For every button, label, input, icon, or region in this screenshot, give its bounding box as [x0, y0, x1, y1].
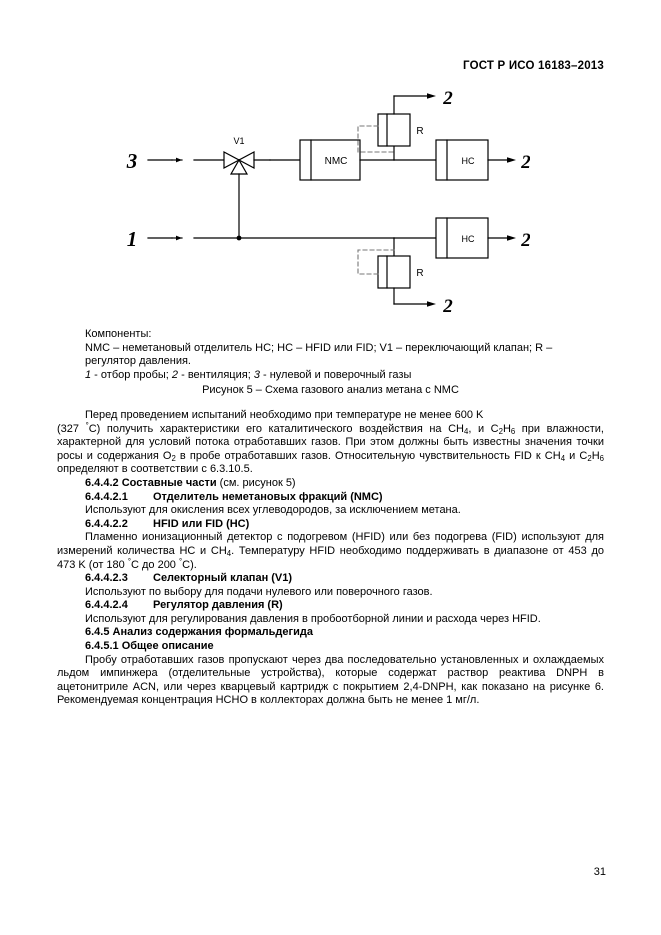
- p64422-degree-1: °: [127, 556, 131, 566]
- intro-f: в пробе отработавших газов. Относительну…: [175, 449, 561, 462]
- intro-e: при влажности, характерной для условий п…: [57, 422, 604, 462]
- heading-6-4-4-2-number: 6.4.4.2: [85, 476, 119, 489]
- heading-6-4-4-2-2-title: HFID или FID (HC): [153, 517, 250, 530]
- intro-g: и C: [565, 449, 588, 462]
- figure-label-valve-v1: V1: [233, 136, 244, 146]
- intro-h: H: [591, 449, 600, 462]
- legend-number-3: 3: [253, 368, 260, 381]
- figure-label-hc-top: HC: [462, 156, 475, 166]
- legend-text-1: - отбор пробы;: [91, 368, 172, 381]
- heading-6-4-4-2-title: Составные части: [121, 476, 217, 489]
- p64422-d: C).: [182, 558, 197, 571]
- intro-line1: Перед проведением испытаний необходимо п…: [85, 408, 484, 421]
- paragraph-6-4-4-2-2: Пламенно ионизационный детектор с подогр…: [57, 531, 604, 572]
- intro-degree: °: [85, 420, 89, 430]
- heading-6-4-4-2-4-title: Регулятор давления (R): [153, 599, 283, 612]
- intro-sub4b: 4: [560, 453, 566, 463]
- heading-6-4-4-2-3-title: Селекторный клапан (V1): [153, 572, 293, 585]
- figure-label-inlet-sample: 1: [127, 227, 138, 251]
- heading-6-4-4-2: 6.4.4.2 Составные части (см. рисунок 5): [57, 477, 604, 491]
- figure-label-vent-top-right: 2: [520, 152, 530, 173]
- heading-6-4-5-1: 6.4.5.1 Общее описание: [85, 640, 214, 653]
- intro-sub2: 2: [498, 426, 503, 436]
- paragraph-6-4-4-2-4: Используют для регулирования давления в …: [85, 612, 541, 625]
- figure-caption: Рисунок 5 – Схема газового анализ метана…: [202, 384, 459, 397]
- p64422-sub4: 4: [226, 548, 232, 558]
- figure-legend: 1 - отбор пробы; 2 - вентиляция; 3 - нул…: [57, 369, 604, 383]
- figure-label-regulator-bottom: R: [416, 268, 423, 279]
- intro-sub6b: 6: [599, 453, 604, 463]
- document-body: Компоненты: NMC – неметановый отделитель…: [57, 328, 604, 708]
- intro-c: , и C: [468, 422, 499, 435]
- intro-sub6: 6: [510, 426, 516, 436]
- paragraph-6-4-4-2-3: Используют по выбору для подачи нулевого…: [85, 585, 433, 598]
- heading-6-4-4-2-4: 6.4.4.2.4 Регулятор давления (R): [57, 599, 604, 613]
- intro-d: H: [502, 422, 511, 435]
- paragraph-intro: Перед проведением испытаний необходимо п…: [57, 409, 604, 477]
- heading-6-4-4-2-4-number: 6.4.4.2.4: [85, 599, 128, 612]
- paragraph-6-4-4-2-1: Используют для окисления всех углеводоро…: [85, 504, 461, 517]
- heading-6-4-4-2-2-number: 6.4.4.2.2: [85, 517, 128, 530]
- p64422-b: . Температуру HFID необходимо поддержива…: [57, 544, 604, 571]
- heading-6-4-4-2-1-title: Отделитель неметановых фракций (NMC): [153, 490, 383, 503]
- p64422-c: C до 200: [130, 558, 179, 571]
- components-title: Компоненты:: [85, 328, 152, 340]
- heading-6-4-4-2-1-number: 6.4.4.2.1: [85, 490, 128, 503]
- intro-b: C) получить характеристики его каталитич…: [88, 422, 464, 435]
- figure-label-vent-bottom: 2: [442, 296, 453, 317]
- legend-number-2: 2: [171, 368, 179, 381]
- heading-6-4-5: 6.4.5 Анализ содержания формальдегида: [85, 626, 313, 639]
- heading-6-4-4-2-3-number: 6.4.4.2.3: [85, 572, 128, 585]
- intro-sub4: 4: [463, 426, 469, 436]
- heading-6-4-4-2-3: 6.4.4.2.3 Селекторный клапан (V1): [57, 572, 604, 586]
- legend-number-1: 1: [85, 368, 92, 381]
- p64422-a: Пламенно ионизационный детектор с подогр…: [57, 531, 604, 557]
- diagram-svg: 3 1 2 2 2 2 V1 NMC HC HC R R: [126, 88, 530, 317]
- heading-6-4-4-2-2: 6.4.4.2.2 HFID или FID (HC): [57, 518, 604, 532]
- figure-label-nmc: NMC: [325, 156, 348, 167]
- heading-6-4-4-2-note: (см. рисунок 5): [219, 476, 296, 489]
- figure-label-vent-bottom-right: 2: [520, 230, 530, 251]
- intro-sub-o2: 2: [171, 453, 176, 463]
- figure-label-hc-bottom: HC: [462, 234, 475, 244]
- figure-label-vent-top: 2: [442, 88, 453, 109]
- components-body: NMC – неметановый отделитель HC; HC – HF…: [85, 341, 553, 368]
- figure-label-inlet-zero-gas: 3: [126, 149, 138, 173]
- legend-text-3: - нулевой и поверочный газы: [259, 368, 412, 381]
- p64422-degree-2: °: [179, 556, 183, 566]
- page-number: 31: [593, 866, 606, 878]
- legend-text-2: - вентиляция;: [178, 368, 254, 381]
- intro-i: определяют в соответствии с 6.3.10.5.: [57, 463, 253, 476]
- intro-sub2b: 2: [587, 453, 592, 463]
- paragraph-6-4-5-1: Пробу отработавших газов пропускают чере…: [57, 653, 604, 707]
- intro-a: (327: [57, 422, 86, 435]
- figure-gas-analysis-diagram: 3 1 2 2 2 2 V1 NMC HC HC R R: [110, 78, 530, 318]
- page-title: ГОСТ Р ИСО 16183–2013: [463, 60, 604, 72]
- figure-label-regulator-top: R: [416, 126, 423, 137]
- heading-6-4-4-2-1: 6.4.4.2.1 Отделитель неметановых фракций …: [57, 491, 604, 505]
